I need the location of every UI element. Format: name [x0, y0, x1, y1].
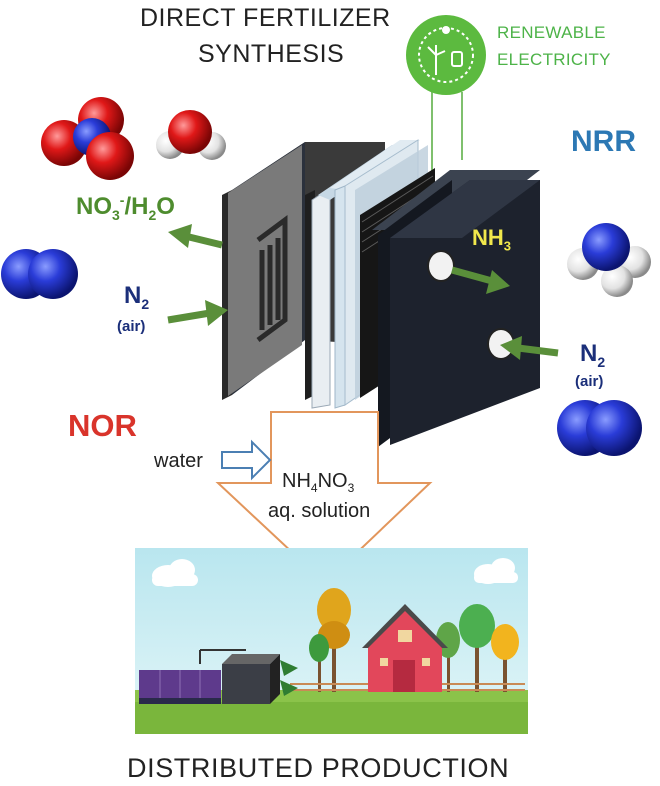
solar-panel-icon [139, 670, 221, 704]
ammonia-molecule-icon [567, 223, 651, 297]
product-formula-label: NH4NO3 [282, 470, 355, 495]
mini-electrolyzer-icon [199, 649, 298, 704]
nitrate-molecule-icon [41, 97, 134, 180]
fence [290, 683, 525, 691]
water-arrow-icon [221, 439, 272, 481]
nor-label: NOR [68, 408, 137, 443]
air-right-label: (air) [575, 373, 604, 390]
product-arrow-icon [215, 411, 433, 585]
n2-in-right-arrow-icon [500, 336, 559, 360]
n2-in-left-arrow-icon [167, 300, 228, 326]
nitrogen-molecule-right-icon [557, 400, 642, 456]
renewable-label-line-1: RENEWABLE [497, 23, 606, 42]
electrolyzer-stack [222, 139, 540, 447]
diagram-title-line-1: DIRECT FERTILIZER [140, 4, 391, 32]
farm-scene [135, 548, 528, 734]
renewable-electricity-icon [406, 15, 486, 172]
water-label: water [154, 450, 203, 472]
tree-icon [309, 588, 519, 692]
footer-caption: DISTRIBUTED PRODUCTION [127, 753, 510, 783]
flow-arrows [167, 224, 559, 360]
nitrate-water-label: NO3-/H2O [76, 192, 175, 223]
nitrogen-left-label: N2 [124, 282, 150, 312]
no3-out-arrow-icon [168, 224, 223, 249]
cloud-icon [152, 558, 518, 587]
nitrogen-molecule-left-icon [1, 249, 78, 299]
nrr-label: NRR [571, 125, 636, 158]
ammonia-label: NH3 [472, 225, 512, 254]
water-molecule-icon [156, 110, 226, 160]
diagram-title-line-2: SYNTHESIS [198, 40, 345, 68]
nitrogen-right-label: N2 [580, 340, 606, 370]
renewable-label-line-2: ELECTRICITY [497, 50, 611, 69]
air-left-label: (air) [117, 318, 146, 335]
barn-icon [362, 604, 448, 692]
nh3-out-arrow-icon [451, 266, 510, 294]
product-solution-label: aq. solution [268, 500, 371, 522]
